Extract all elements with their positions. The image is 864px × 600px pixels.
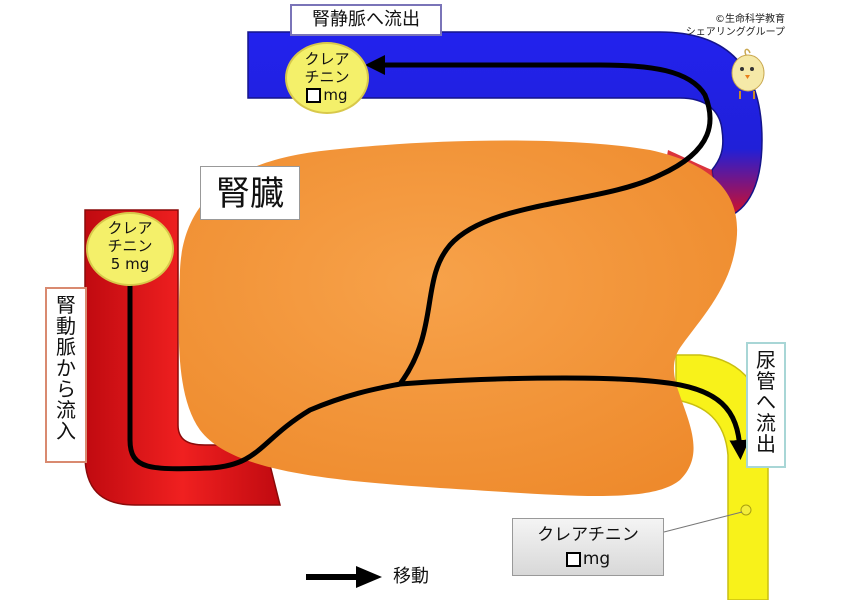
legend-label-text: 移動	[393, 566, 429, 587]
ureter-creatinine-box: クレアチニン mg	[512, 518, 664, 576]
vein-bubble-unit: mg	[323, 86, 348, 104]
flow-path-ureter	[399, 375, 750, 460]
artery-char-4: か	[56, 356, 76, 380]
renal-vein-label: 腎静脈へ流出	[290, 4, 442, 36]
ureter-char-3: へ	[756, 390, 776, 414]
chick-mascot-icon	[731, 48, 765, 99]
arrow-right-icon	[306, 566, 382, 588]
copyright-line-1: ©生命科学教育	[715, 14, 785, 25]
renal-artery-label: 腎 動 脈 か ら 流 入	[45, 287, 87, 463]
vein-amount-blank[interactable]	[306, 88, 322, 103]
ureter-char-5: 出	[756, 432, 776, 456]
kidney-label: 腎臓	[200, 166, 300, 220]
artery-char-2: 動	[56, 314, 76, 338]
ureter-char-2: 管	[756, 369, 776, 393]
renal-vein-label-text: 腎静脈へ流出	[312, 9, 420, 30]
artery-char-6: 流	[56, 398, 76, 422]
ureter-label: 尿 管 へ 流 出	[746, 342, 786, 468]
copyright-text: ©生命科学教育 シェアリンググループ	[660, 13, 785, 39]
copyright-line-2: シェアリンググループ	[685, 27, 785, 38]
artery-bubble-line-2: チニン	[107, 237, 153, 255]
artery-char-3: 脈	[56, 335, 76, 359]
artery-bubble-value: 5 mg	[110, 255, 150, 273]
ureter-sample-dot	[740, 504, 752, 516]
ureter-box-unit: mg	[582, 549, 611, 569]
ureter-box-line-1: クレアチニン	[537, 525, 639, 545]
kidney-label-text: 腎臓	[216, 174, 284, 214]
ureter-amount-blank[interactable]	[565, 552, 581, 567]
vein-bubble-value: mg	[287, 86, 367, 104]
flow-path-vein	[127, 55, 713, 472]
vein-bubble-line-1: クレア	[304, 50, 350, 68]
vein-creatinine-bubble: クレア チニン mg	[285, 42, 369, 114]
artery-char-7: 入	[56, 419, 76, 443]
artery-creatinine-bubble: クレア チニン 5 mg	[86, 212, 174, 286]
artery-char-1: 腎	[56, 293, 76, 317]
artery-char-5: ら	[56, 377, 76, 401]
ureter-callout-line	[663, 511, 743, 533]
ureter-box-value: mg	[513, 547, 663, 571]
vein-bubble-line-2: チニン	[304, 68, 350, 86]
legend-label: 移動	[393, 565, 429, 589]
ureter-char-4: 流	[756, 411, 776, 435]
ureter-tube	[675, 354, 769, 600]
artery-bubble-line-1: クレア	[107, 219, 153, 237]
ureter-char-1: 尿	[756, 348, 776, 372]
